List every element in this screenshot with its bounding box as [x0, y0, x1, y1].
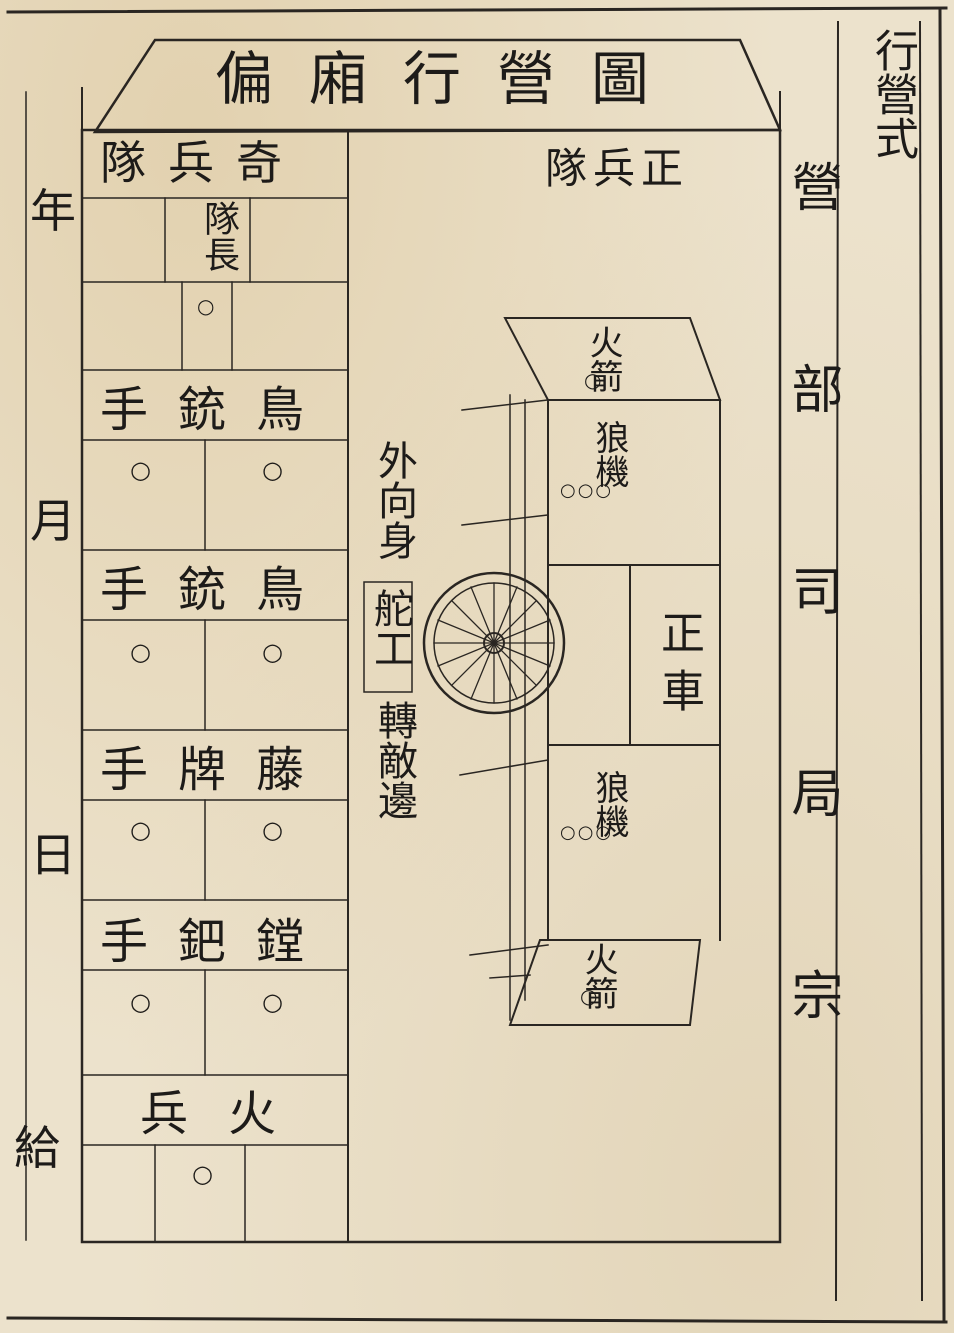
row-label: 鳥銃手: [100, 382, 335, 438]
section-label: 行營式: [867, 28, 918, 160]
row-label: 藤牌手: [100, 742, 335, 798]
marker: ○: [584, 368, 602, 392]
marker: ○: [262, 638, 283, 666]
lang-ji-bottom-label: 狼機: [589, 770, 629, 838]
marker: ○: [130, 638, 151, 666]
marker: ○: [192, 1160, 213, 1188]
zhuan-di-bian-label: 轉敵邊: [371, 700, 417, 820]
lang-ji-top-label: 狼機: [589, 420, 629, 488]
marker: ○: [130, 816, 151, 844]
row-label: 鳥銃手: [100, 562, 335, 618]
marker-triple: ○○○: [560, 822, 614, 843]
page-title: 偏廂行營圖: [214, 45, 685, 113]
marker: ○: [130, 988, 151, 1016]
book-label: 營部司局宗: [782, 160, 842, 1170]
day-label: 日: [30, 828, 76, 882]
dui-zhang-label: 隊長: [198, 200, 239, 272]
year-label: 年: [30, 184, 76, 238]
marker: ○: [262, 816, 283, 844]
huo-jian-bottom-label: 火箭: [578, 942, 618, 1010]
marker: ○: [262, 456, 283, 484]
marker: ○: [262, 988, 283, 1016]
row-label: 鏜鈀手: [100, 914, 335, 970]
tuo-gong-label: 舵工: [367, 588, 413, 668]
wai-xiang-shen-label: 外向身: [371, 440, 417, 560]
marker: ○: [130, 456, 151, 484]
give-label: 給: [14, 1121, 60, 1175]
marker: ○: [197, 294, 215, 318]
zheng-che-label: 正車: [653, 610, 704, 726]
huo-jian-top-label: 火箭: [583, 325, 623, 393]
zheng-bing-dui-label: 正兵隊: [545, 144, 690, 193]
marker: ○: [580, 984, 598, 1008]
marker-triple: ○○○: [560, 480, 614, 501]
row-label: 火兵: [140, 1086, 317, 1142]
qi-bing-dui-label: 奇兵隊: [100, 136, 304, 190]
month-label: 月: [30, 494, 76, 548]
